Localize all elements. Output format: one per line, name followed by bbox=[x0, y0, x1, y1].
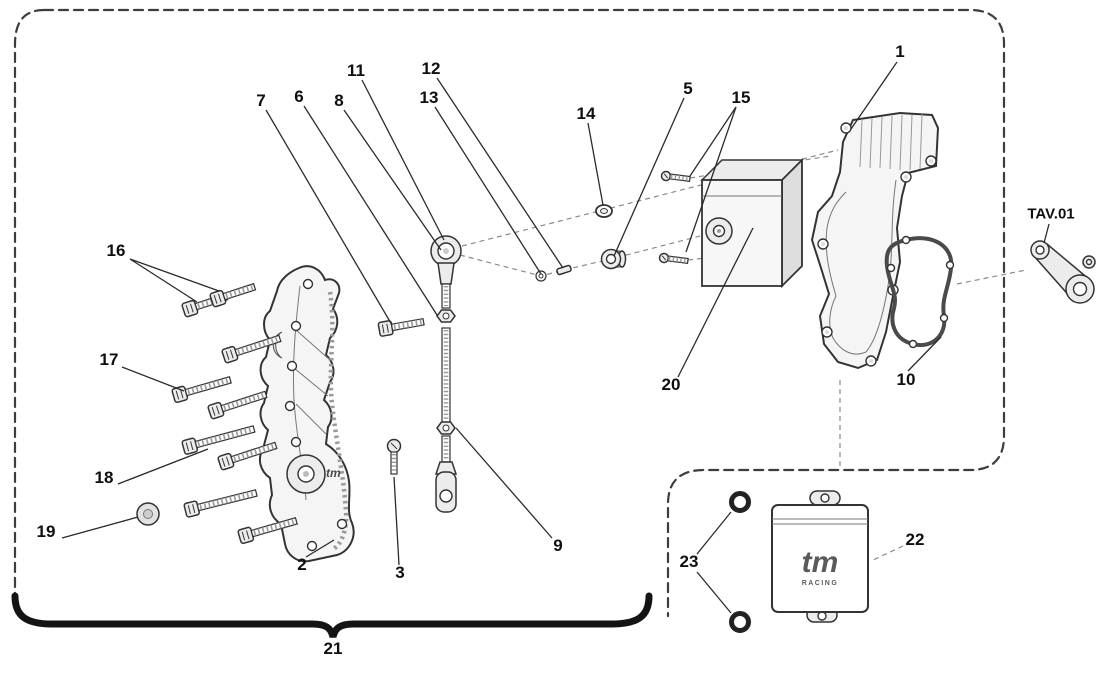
callout-22: 22 bbox=[905, 530, 925, 549]
dashed-border bbox=[13, 8, 1006, 618]
o-rings bbox=[732, 494, 749, 631]
leader-lines bbox=[61, 61, 1050, 614]
control-unit-box: tm RACING bbox=[771, 490, 869, 623]
thrust-washer bbox=[595, 204, 613, 218]
brace-label-21: 21 bbox=[323, 639, 343, 658]
washer-cap bbox=[136, 502, 160, 526]
tav-lever bbox=[1030, 240, 1096, 304]
callout-18: 18 bbox=[94, 468, 114, 487]
servo-motor bbox=[700, 157, 804, 289]
callout-12: 12 bbox=[421, 59, 441, 78]
callout-6: 6 bbox=[294, 87, 304, 106]
callout-5: 5 bbox=[683, 79, 693, 98]
brand-logo-box: tm bbox=[802, 546, 839, 579]
brand-sub-box: RACING bbox=[802, 580, 839, 587]
reference-label: TAV.01 bbox=[1027, 205, 1075, 223]
small-parts bbox=[535, 204, 627, 282]
brand-logo-bracket: tm bbox=[326, 466, 341, 480]
rod-linkage bbox=[378, 235, 462, 513]
group-brace bbox=[11, 592, 653, 638]
outer-cover bbox=[810, 111, 940, 370]
callout-19: 19 bbox=[36, 522, 56, 541]
callout-7: 7 bbox=[256, 91, 266, 110]
callout-16: 16 bbox=[106, 241, 126, 260]
pivot-bolt bbox=[386, 438, 402, 475]
chain-guard-bracket: tm bbox=[258, 265, 355, 563]
callout-3: 3 bbox=[395, 563, 405, 582]
callout-11: 11 bbox=[347, 61, 365, 80]
callout-17: 17 bbox=[99, 350, 119, 369]
callout-10: 10 bbox=[896, 370, 916, 389]
callout-9: 9 bbox=[553, 536, 563, 555]
cover-gasket bbox=[884, 235, 955, 349]
callout-14: 14 bbox=[576, 104, 596, 123]
callout-1: 1 bbox=[895, 42, 905, 61]
callout-15: 15 bbox=[731, 88, 751, 107]
callout-13: 13 bbox=[419, 88, 439, 107]
callout-20: 20 bbox=[661, 375, 681, 394]
small-pin bbox=[556, 264, 572, 276]
callout-2: 2 bbox=[297, 555, 307, 574]
spacer-bushing bbox=[600, 248, 627, 270]
callout-8: 8 bbox=[334, 91, 344, 110]
callout-23: 23 bbox=[679, 552, 699, 571]
